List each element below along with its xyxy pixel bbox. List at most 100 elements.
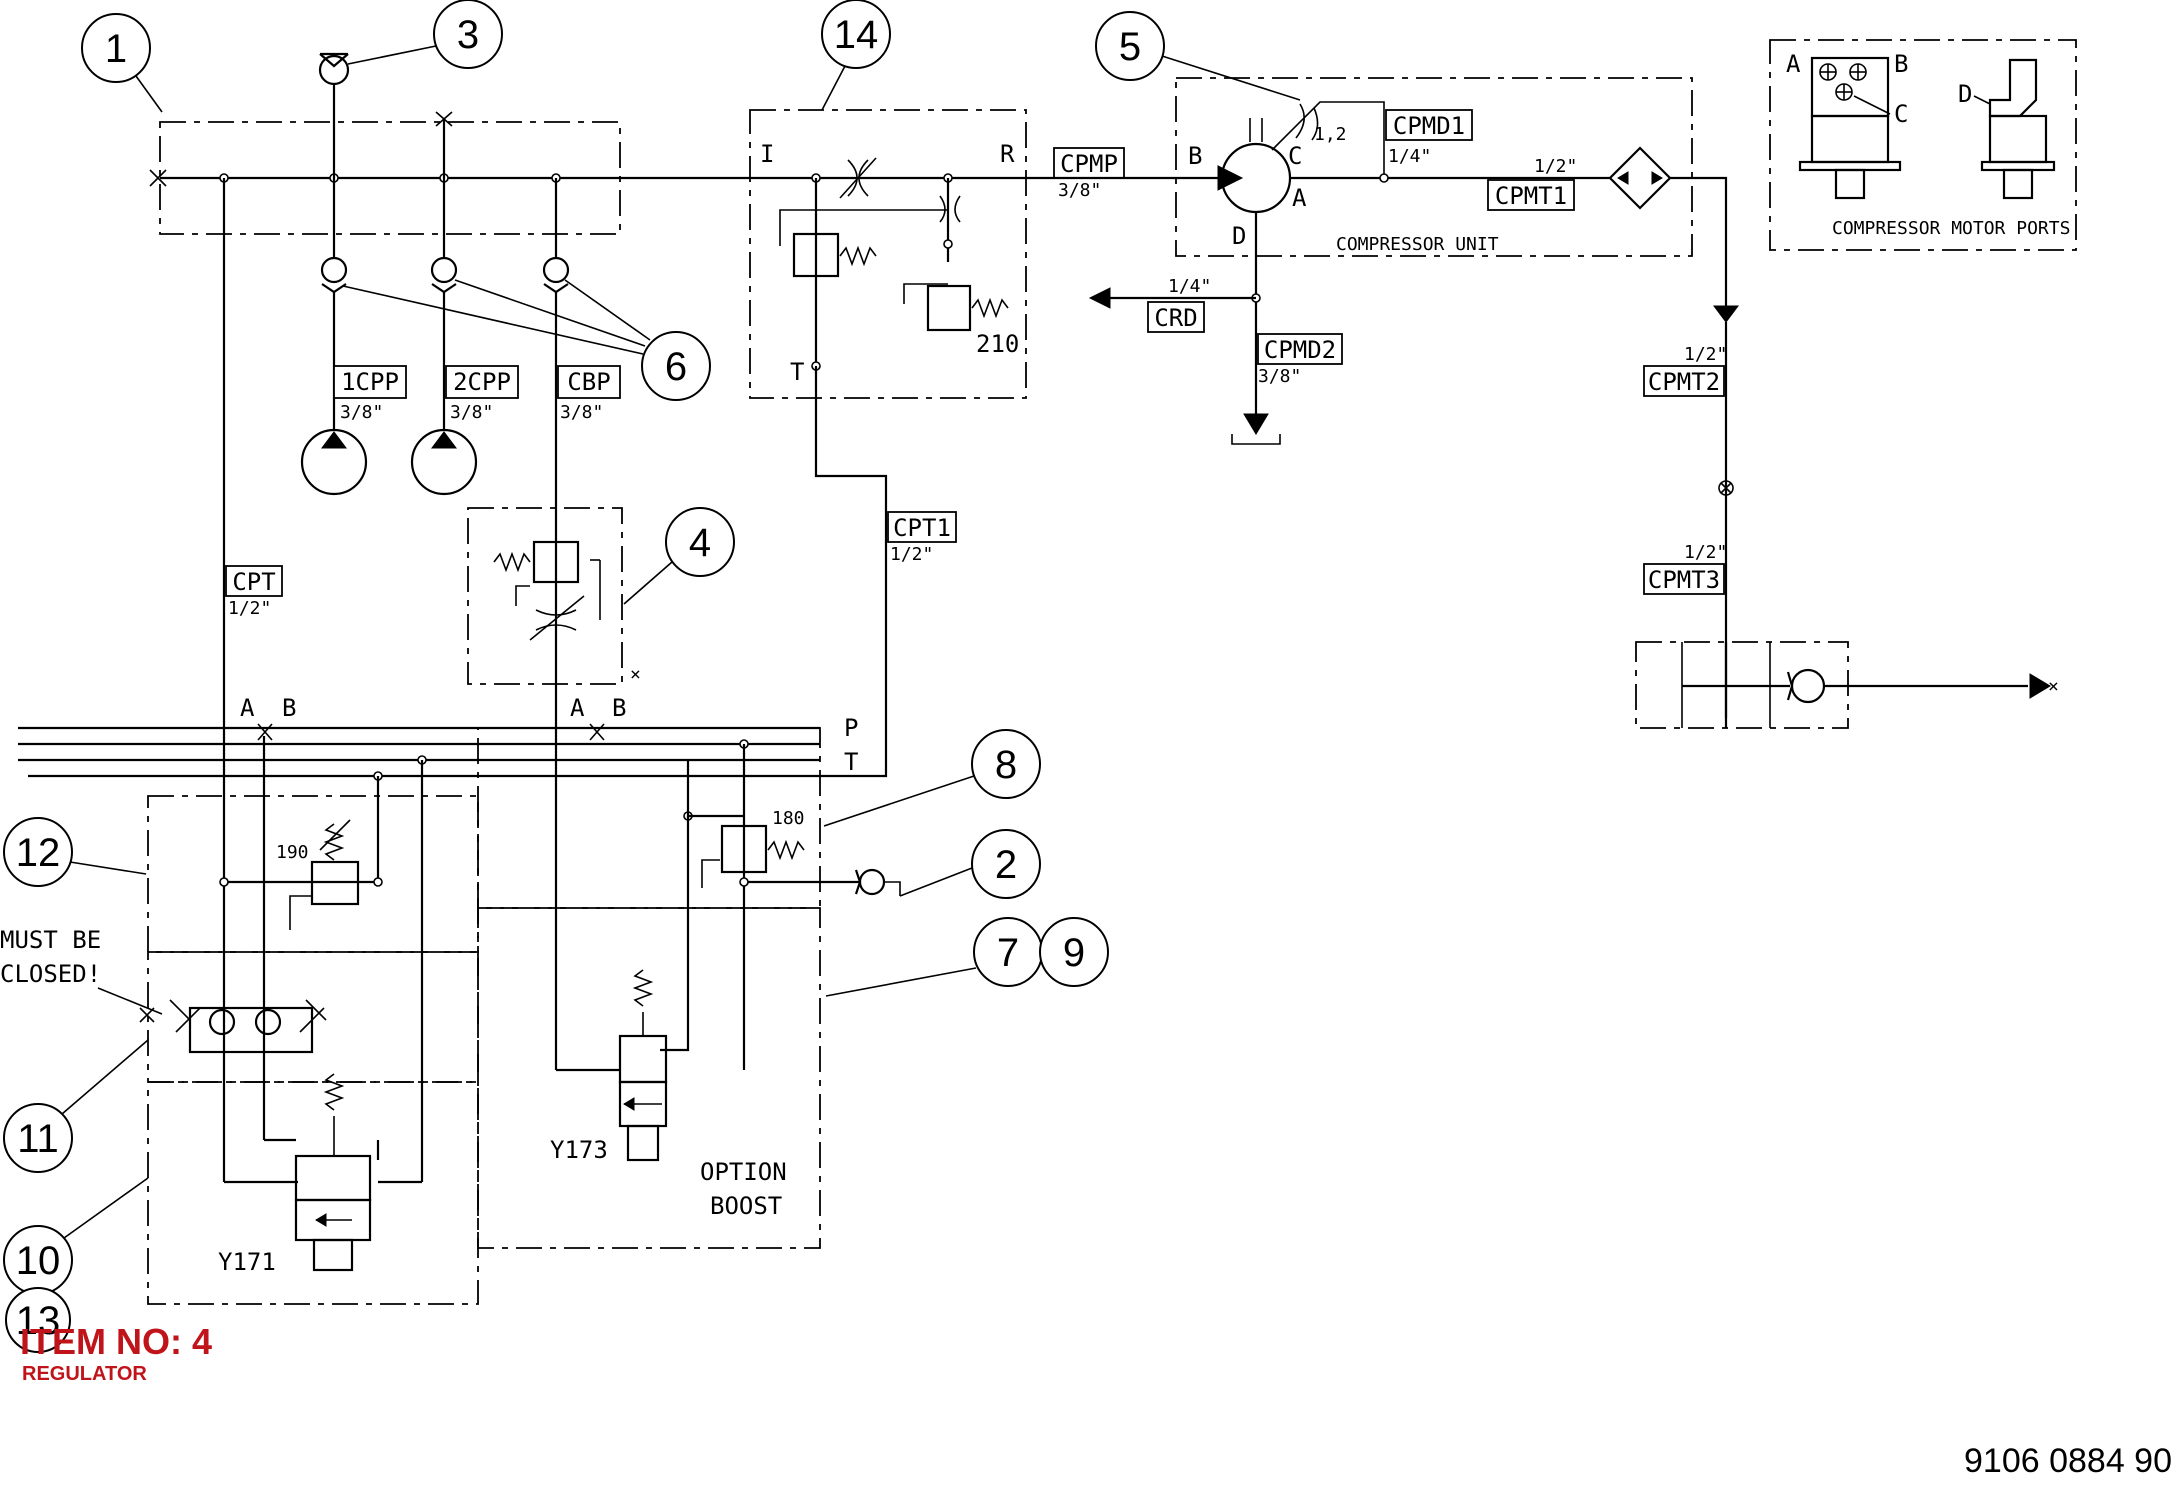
motor-side-view	[1798, 56, 1902, 200]
callout-13: 13	[5, 1287, 71, 1353]
item-subtitle: REGULATOR	[22, 1363, 147, 1385]
document-number: 9106 0884 90	[1964, 1442, 2172, 1480]
port-tag-cbp: CBP	[557, 365, 621, 399]
svg-text:D: D	[1958, 80, 1972, 108]
compressor-motor	[1217, 118, 1292, 214]
callout-5: 5	[1095, 11, 1165, 81]
svg-text:3/8": 3/8"	[450, 402, 493, 423]
svg-text:COMPRESSOR MOTOR PORTS: COMPRESSOR MOTOR PORTS	[1832, 218, 2070, 239]
callout-12: 12	[3, 817, 73, 887]
svg-text:3: 3	[457, 13, 479, 57]
svg-text:B: B	[282, 694, 296, 722]
callout-1: 1	[81, 13, 151, 83]
svg-text:6: 6	[665, 345, 687, 389]
svg-text:A: A	[240, 694, 255, 722]
svg-text:Y173: Y173	[550, 1136, 608, 1164]
callout-2: 2	[971, 829, 1041, 899]
port-tag-cpmt1: CPMT1	[1487, 179, 1575, 211]
svg-text:CPT1: CPT1	[893, 514, 951, 542]
callout-4: 4	[665, 507, 735, 577]
svg-text:C: C	[1894, 100, 1908, 128]
svg-text:1/4": 1/4"	[1388, 146, 1431, 167]
svg-text:CPMP: CPMP	[1060, 150, 1118, 178]
compressor-motor-ports-box	[1769, 39, 2077, 251]
svg-text:CRD: CRD	[1154, 304, 1197, 332]
svg-text:C: C	[1288, 142, 1302, 170]
svg-text:1/2": 1/2"	[1684, 542, 1727, 563]
callout-11: 11	[3, 1103, 73, 1173]
port-tag-cpmt2: CPMT2	[1643, 365, 1725, 397]
callout-3: 3	[433, 0, 503, 69]
callout-8: 8	[971, 729, 1041, 799]
filter	[1608, 146, 1672, 210]
svg-text:1CPP: 1CPP	[341, 368, 399, 396]
svg-text:B: B	[1188, 142, 1202, 170]
callout-10: 10	[3, 1225, 73, 1295]
svg-text:CPT: CPT	[232, 568, 275, 596]
motor-front-view	[1980, 58, 2056, 200]
svg-text:11: 11	[17, 1117, 59, 1161]
svg-text:CPMD1: CPMD1	[1393, 112, 1465, 140]
svg-text:R: R	[1000, 140, 1015, 168]
svg-text:A: A	[570, 694, 585, 722]
svg-text:3/8": 3/8"	[1258, 366, 1301, 387]
regulator-14-box	[749, 109, 1027, 399]
svg-text:1/2": 1/2"	[890, 544, 933, 565]
module-7-box	[477, 907, 821, 1249]
svg-text:14: 14	[834, 13, 879, 57]
svg-text:CPMD2: CPMD2	[1264, 336, 1336, 364]
callout-14: 14	[821, 0, 891, 69]
port-tag-cpmd2: CPMD2	[1257, 333, 1343, 365]
svg-text:×: ×	[630, 664, 641, 685]
svg-text:1/2": 1/2"	[228, 598, 271, 619]
module-8-box	[477, 727, 821, 909]
svg-text:190: 190	[276, 842, 309, 863]
svg-text:8: 8	[995, 743, 1017, 787]
port-tag-2cpp: 2CPP	[445, 365, 519, 399]
svg-text:13: 13	[16, 1299, 61, 1343]
svg-text:1/2": 1/2"	[1684, 344, 1727, 365]
svg-text:5: 5	[1119, 25, 1141, 69]
svg-text:3/8": 3/8"	[560, 402, 603, 423]
pump-1	[300, 428, 368, 496]
svg-text:A: A	[1292, 184, 1307, 212]
port-tag-1cpp: 1CPP	[333, 365, 407, 399]
svg-text:12: 12	[16, 831, 61, 875]
svg-text:3/8": 3/8"	[340, 402, 383, 423]
svg-text:10: 10	[16, 1239, 61, 1283]
svg-text:A: A	[1786, 50, 1801, 78]
svg-text:CPMT1: CPMT1	[1495, 182, 1567, 210]
svg-text:I: I	[760, 140, 774, 168]
svg-text:Y171: Y171	[218, 1248, 276, 1276]
svg-text:T: T	[790, 358, 804, 386]
svg-text:COMPRESSOR UNIT: COMPRESSOR UNIT	[1336, 234, 1499, 255]
svg-text:9: 9	[1063, 931, 1085, 975]
item-title: ITEM NO: 4	[20, 1321, 212, 1362]
svg-text:MUST BE: MUST BE	[0, 926, 101, 954]
svg-text:210: 210	[976, 330, 1019, 358]
svg-text:OPTION: OPTION	[700, 1158, 787, 1186]
port-tag-cpt1: CPT1	[887, 511, 957, 543]
compressor-unit-box	[1175, 77, 1693, 257]
svg-text:T: T	[844, 748, 858, 776]
port-tag-cpt: CPT	[225, 565, 283, 597]
port-tag-cpmt3: CPMT3	[1643, 563, 1725, 595]
svg-text:4: 4	[689, 521, 711, 565]
pump-2	[410, 428, 478, 496]
svg-text:3/8": 3/8"	[1058, 180, 1101, 201]
svg-text:CBP: CBP	[567, 368, 610, 396]
svg-text:B: B	[612, 694, 626, 722]
svg-text:7: 7	[997, 931, 1019, 975]
check-valves-6	[320, 178, 570, 1070]
callout-9: 9	[1039, 917, 1109, 987]
callout-6: 6	[641, 331, 711, 401]
svg-text:BOOST: BOOST	[710, 1192, 782, 1220]
svg-text:B: B	[1894, 50, 1908, 78]
port-tag-crd: CRD	[1147, 301, 1205, 333]
svg-text:2CPP: 2CPP	[453, 368, 511, 396]
svg-text:CPMT2: CPMT2	[1648, 368, 1720, 396]
svg-text:×: ×	[2048, 676, 2059, 697]
callout-7: 7	[973, 917, 1043, 987]
gauge-port-3	[318, 52, 350, 178]
